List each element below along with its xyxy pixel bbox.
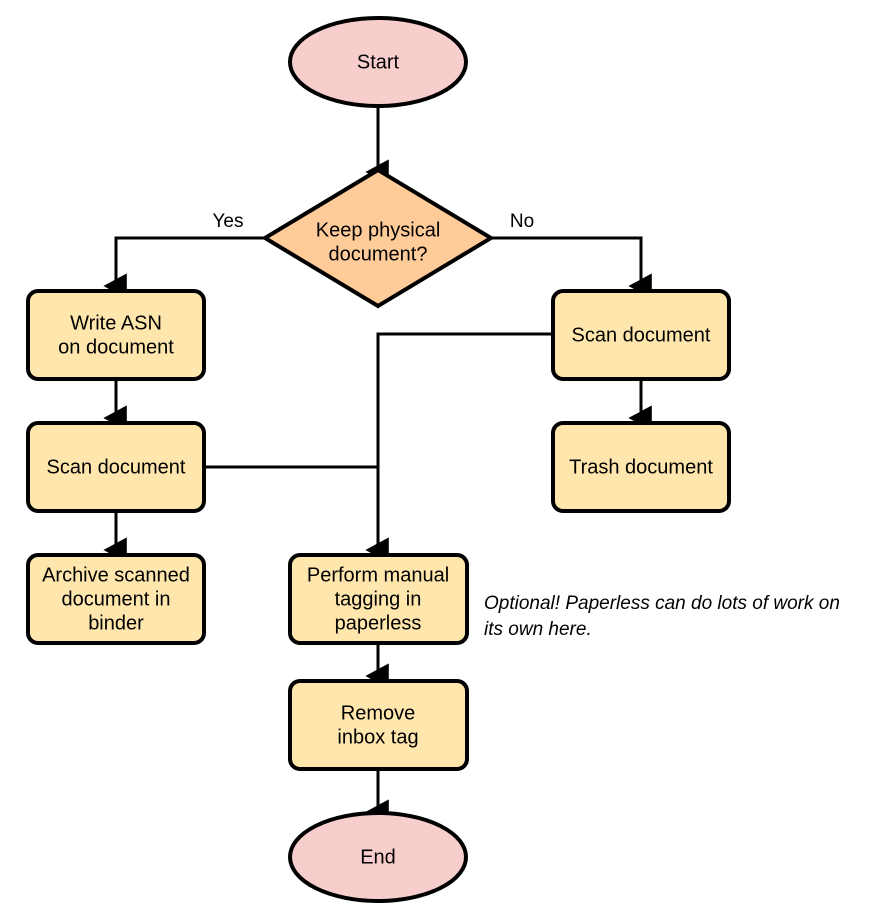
trash-document-label: Trash document xyxy=(569,456,713,478)
scan-document-left-box xyxy=(26,421,206,513)
decision-label-line2: document? xyxy=(329,243,428,265)
remove-inbox-box xyxy=(288,679,469,771)
tagging-label-line2: tagging in xyxy=(335,588,422,610)
archive-label-line1: Archive scanned xyxy=(42,564,190,586)
end-label: End xyxy=(360,846,396,868)
node-perform-manual-tagging[interactable]: Perform manual tagging in paperless xyxy=(288,553,469,645)
write-asn-label-line1: Write ASN xyxy=(70,312,162,334)
archive-label-line3: binder xyxy=(88,612,144,634)
scan-document-left-label: Scan document xyxy=(47,456,186,478)
tagging-label-line3: paperless xyxy=(335,612,422,634)
scan-document-right-box xyxy=(551,289,731,381)
node-trash-document[interactable]: Trash document xyxy=(551,421,731,513)
start-ellipse xyxy=(288,16,468,108)
decision-diamond xyxy=(261,167,495,309)
tagging-label-line1: Perform manual xyxy=(307,564,449,586)
node-scan-document-left[interactable]: Scan document xyxy=(26,421,206,513)
remove-inbox-label-line2: inbox tag xyxy=(337,726,418,748)
archive-box xyxy=(26,553,206,645)
scan-document-right-label: Scan document xyxy=(572,324,711,346)
node-remove-inbox-tag[interactable]: Remove inbox tag xyxy=(288,679,469,771)
connector-decision-no-to-scan-right xyxy=(491,236,652,299)
connector-scan-right-to-tagging xyxy=(365,332,553,563)
trash-document-box xyxy=(551,421,731,513)
node-write-asn-on-document[interactable]: Write ASN on document xyxy=(26,289,206,381)
connector-decision-yes-to-write-asn xyxy=(103,236,265,299)
remove-inbox-label-line1: Remove xyxy=(341,702,415,724)
node-scan-document-right[interactable]: Scan document xyxy=(551,289,731,381)
edge-label-yes: Yes xyxy=(213,211,244,232)
write-asn-label-line2: on document xyxy=(58,336,174,358)
tagging-box xyxy=(288,553,469,645)
edge-label-no: No xyxy=(510,211,534,232)
node-decision-keep-physical-document[interactable]: Keep physical document? xyxy=(261,167,495,309)
annotation-line1: Optional! Paperless can do lots of work … xyxy=(484,593,840,614)
node-archive-scanned-document-in-binder[interactable]: Archive scanned document in binder xyxy=(26,553,206,645)
node-end[interactable]: End xyxy=(288,811,468,903)
write-asn-box xyxy=(26,289,206,381)
end-ellipse xyxy=(288,811,468,903)
node-start[interactable]: Start xyxy=(288,16,468,108)
archive-label-line2: document in xyxy=(62,588,171,610)
annotation-line2: its own here. xyxy=(484,619,592,640)
annotation-note: Optional! Paperless can do lots of work … xyxy=(484,593,840,640)
start-label: Start xyxy=(357,51,400,73)
decision-label-line1: Keep physical xyxy=(316,219,441,241)
